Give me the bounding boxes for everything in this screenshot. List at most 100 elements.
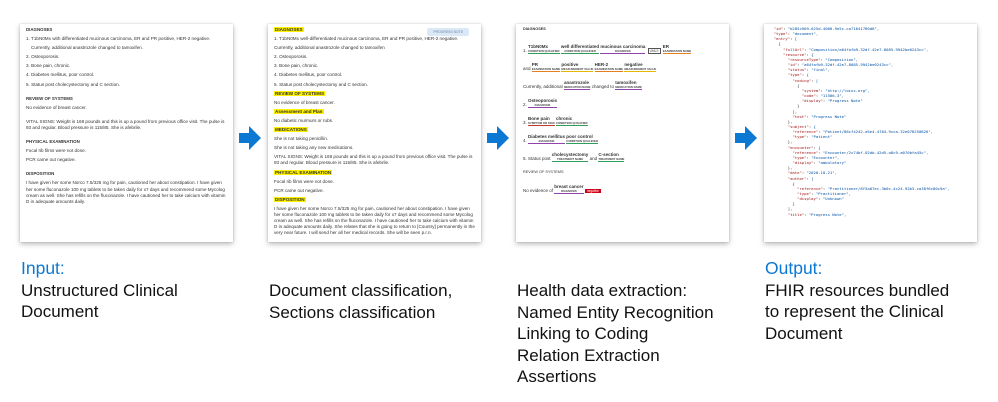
doc-heading: PHYSICAL EXAMINATION	[26, 139, 80, 145]
arrow-right-icon	[487, 126, 509, 150]
doc-line: Currently, additional anastrozole change…	[274, 45, 385, 51]
json-line: }	[769, 201, 795, 207]
stage-description: Linking to Coding	[517, 324, 649, 344]
doc-line: No evidence of breast cancer.	[26, 104, 87, 110]
json-line: "resource": {	[783, 51, 814, 57]
doc-line: 5. Status post cholecystectomy and C sec…	[274, 81, 368, 87]
section-heading: MEDICATIONS	[274, 127, 308, 133]
doc-line: VITAL SIGNS: Weight is 168 pounds and th…	[26, 118, 225, 130]
json-line: "encounter": {	[787, 144, 821, 150]
json-line: },	[769, 118, 793, 124]
doc-line: 2. Osteoporosis.	[26, 54, 60, 60]
section-heading: DIAGNOSES	[274, 27, 304, 32]
doc-line: Focal rib films were not done.	[26, 148, 86, 154]
doc-line: PCR came out negative.	[26, 157, 76, 163]
stage-description: Document classification,	[269, 281, 453, 300]
json-line: "text": "Progress Note"	[792, 113, 847, 119]
arrow-right-icon	[239, 126, 261, 150]
section-heading: DIAGNOSES	[523, 27, 546, 31]
json-line: "type": "Practitioner",	[797, 191, 851, 196]
doc-line: 2. Osteoporosis.	[274, 54, 308, 60]
json-line: ],	[769, 206, 793, 212]
json-line: "type": "document",	[773, 31, 819, 37]
document-type-badge: PROGRESS NOTE	[427, 28, 469, 37]
input-document-thumbnail: DIAGNOSES 1. T1bN0Mx with differentiated…	[20, 24, 233, 242]
json-line: {	[769, 41, 781, 47]
doc-line: Currently, additional anastrozole change…	[31, 45, 144, 51]
negation-assertion-badge: negative	[584, 189, 601, 193]
section-heading: PHYSICAL EXAMINATION	[274, 169, 333, 175]
json-line: {	[769, 180, 795, 186]
doc-heading: DISPOSITION	[26, 171, 55, 177]
json-line: "system": "http://loinc.org",	[801, 87, 870, 93]
json-line: "reference": "Patient/86cf4242-a5e4-4784…	[792, 129, 933, 135]
umls-chip: UMLS	[647, 47, 661, 54]
json-line: {	[769, 82, 800, 88]
json-line: "fullUrl": "Composition/a64fafb9-32df-42…	[783, 46, 929, 52]
doc-line: No diabetic murmurs or rubs.	[274, 117, 334, 123]
doc-line: 3. Bone pain, chronic.	[26, 63, 71, 69]
doc-line: 3. Bone pain, chronic.	[274, 63, 319, 69]
section-heading: REVIEW OF SYSTEMS	[274, 90, 326, 96]
stage-description: Sections classification	[269, 302, 436, 322]
doc-heading: DIAGNOSES	[26, 27, 53, 32]
stage-description: Document	[765, 323, 843, 343]
doc-line: 1. T1bN0Mx with differentiated mucinous …	[26, 36, 211, 42]
json-line: },	[769, 139, 793, 145]
json-line: "title": "Progress Note",	[787, 211, 847, 217]
json-line: "display": "Unknown"	[797, 196, 844, 202]
extraction-caption: Health data extraction: Named Entity Rec…	[517, 280, 714, 388]
classification-caption: Document classification, Sections classi…	[269, 280, 452, 323]
doc-line: PCR came out negative.	[274, 187, 324, 193]
input-caption: Input: Unstructured Clinical Document	[21, 258, 178, 323]
doc-line: No evidence of breast cancer.	[274, 99, 335, 105]
stage-description: Assertions	[517, 367, 597, 387]
json-line: "status": "final",	[787, 67, 830, 73]
stage-label: Output:	[765, 258, 823, 278]
json-line: "type": "Encounter",	[792, 154, 840, 160]
fhir-json-thumbnail: "id": "b285c909-025d-4060-9e5c-ca7164176…	[764, 24, 977, 242]
stage-description: to represent the Clinical	[765, 302, 944, 322]
json-line: "reference": "Practitioner/8f5a07ec-3b0c…	[797, 185, 950, 191]
json-line: "code": "11506-3",	[801, 93, 844, 99]
json-line: "display": "Progress Note"	[801, 98, 863, 104]
doc-line: VITAL SIGNS: Weight is 168 pounds and th…	[274, 154, 473, 166]
doc-line: Focal rib films were not done.	[274, 178, 334, 184]
fhir-json-code: "id": "b285c909-025d-4060-9e5c-ca7164176…	[764, 24, 977, 219]
doc-heading: REVIEW OF SYSTEMS	[26, 95, 73, 101]
doc-line: 5. Status post cholecystectomy and C sec…	[26, 81, 120, 87]
stage-description: Unstructured Clinical	[21, 280, 178, 300]
doc-line: She is not taking penicillin.	[274, 136, 329, 142]
section-heading: Assessment and Plan	[274, 108, 324, 114]
json-line: "id": "a64fafb9-32df-42e7-8085-9942be024…	[787, 62, 894, 68]
json-line: "display": "ambulatory"	[792, 160, 847, 166]
json-line: "subject": {	[787, 123, 816, 129]
stage-description: Relation Extraction	[517, 345, 660, 365]
json-line: "type": "Patient"	[792, 134, 833, 140]
json-line: "type": {	[787, 72, 809, 78]
json-line: },	[769, 165, 793, 171]
json-line: "coding": [	[792, 77, 819, 83]
